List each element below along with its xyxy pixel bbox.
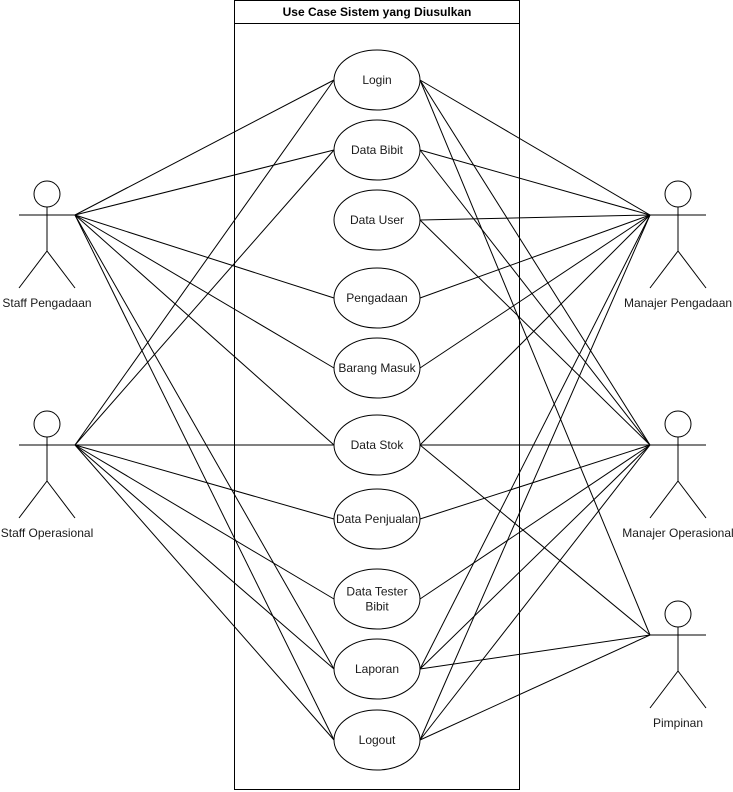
association-lines — [74, 79, 651, 741]
actor-label: Pimpinan — [653, 716, 703, 730]
association-staff-pengadaan-logout — [74, 214, 335, 741]
use-case-ellipse[interactable] — [333, 414, 421, 476]
use-case-ellipse[interactable] — [333, 488, 421, 550]
association-manajer-pengadaan-laporan — [419, 214, 651, 670]
use-case-label: Data Stok — [351, 438, 405, 452]
association-manajer-pengadaan-data-bibit — [419, 149, 651, 216]
actor-left-leg — [649, 250, 679, 289]
association-pimpinan-laporan — [419, 634, 651, 670]
actor-left-leg — [18, 480, 48, 519]
actor-manajer-operasional[interactable]: Manajer Operasional — [622, 410, 733, 540]
association-manajer-pengadaan-login — [419, 79, 651, 216]
association-staff-pengadaan-pengadaan — [74, 214, 335, 299]
association-staff-operasional-data-bibit — [74, 149, 335, 446]
actor-left-leg — [18, 250, 48, 289]
use-case-ellipse[interactable] — [333, 119, 421, 181]
association-staff-pengadaan-login — [74, 79, 335, 216]
use-case-label: Laporan — [355, 662, 399, 676]
association-pimpinan-data-stok — [419, 444, 651, 636]
actor-right-leg — [677, 480, 707, 519]
use-case-label: Pengadaan — [346, 291, 407, 305]
actor-pimpinan[interactable]: Pimpinan — [649, 600, 707, 730]
use-case-label: Barang Masuk — [338, 361, 416, 375]
actor-left-leg — [649, 480, 679, 519]
use-case-ellipse[interactable] — [333, 568, 421, 630]
actor-staff-operasional[interactable]: Staff Operasional — [1, 410, 94, 540]
association-manajer-operasional-logout — [419, 444, 651, 741]
association-staff-pengadaan-laporan — [74, 214, 335, 670]
use-case-ellipse[interactable] — [333, 49, 421, 111]
actor-label: Staff Pengadaan — [2, 296, 91, 310]
use-case-ellipse[interactable] — [333, 189, 421, 251]
actor-right-leg — [677, 250, 707, 289]
association-staff-pengadaan-data-bibit — [74, 149, 335, 216]
association-staff-pengadaan-data-stok — [74, 214, 335, 446]
association-manajer-pengadaan-data-stok — [419, 214, 651, 446]
use-case-data-stok[interactable]: Data Stok — [333, 414, 421, 476]
actor-head-icon — [33, 180, 61, 208]
use-case-ellipse[interactable] — [333, 267, 421, 329]
actor-label: Manajer Pengadaan — [624, 296, 732, 310]
system-boundary-box — [234, 0, 520, 790]
use-case-pengadaan[interactable]: Pengadaan — [333, 267, 421, 329]
use-case-label: Data Penjualan — [336, 512, 418, 526]
actor-left-leg — [649, 670, 679, 709]
association-manajer-pengadaan-barang-masuk — [419, 214, 651, 369]
actor-staff-pengadaan[interactable]: Staff Pengadaan — [2, 180, 92, 310]
actor-right-leg — [46, 480, 76, 519]
association-manajer-pengadaan-pengadaan — [419, 214, 651, 299]
use-case-label: Data Tester — [346, 585, 407, 599]
use-case-label: Logout — [359, 733, 396, 747]
association-staff-operasional-laporan — [74, 444, 335, 670]
use-case-login[interactable]: Login — [333, 49, 421, 111]
association-staff-pengadaan-barang-masuk — [74, 214, 335, 369]
association-manajer-operasional-data-tester-bibit — [419, 444, 651, 600]
use-case-laporan[interactable]: Laporan — [333, 638, 421, 700]
actor-right-leg — [677, 670, 707, 709]
association-manajer-operasional-data-user — [419, 219, 651, 446]
association-manajer-operasional-data-penjualan — [419, 444, 651, 520]
use-case-label: Bibit — [365, 600, 389, 614]
actor-head-icon — [664, 180, 692, 208]
actor-label: Staff Operasional — [1, 526, 94, 540]
association-staff-operasional-login — [74, 79, 335, 446]
use-case-ellipse[interactable] — [333, 337, 421, 399]
actor-label: Manajer Operasional — [622, 526, 733, 540]
association-pimpinan-logout — [419, 634, 651, 741]
actor-right-leg — [46, 250, 76, 289]
association-manajer-operasional-data-bibit — [419, 149, 651, 446]
use-case-label: Data Bibit — [351, 143, 404, 157]
use-case-data-penjualan[interactable]: Data Penjualan — [333, 488, 421, 550]
use-case-label: Data User — [350, 213, 404, 227]
actor-head-icon — [33, 410, 61, 438]
association-staff-operasional-data-tester-bibit — [74, 444, 335, 600]
association-pimpinan-login — [419, 79, 651, 636]
system-boundary: Use Case Sistem yang Diusulkan — [234, 0, 520, 790]
use-case-label: Login — [362, 73, 391, 87]
use-case-ellipse[interactable] — [333, 638, 421, 700]
association-staff-operasional-logout — [74, 444, 335, 741]
use-case-logout[interactable]: Logout — [333, 709, 421, 771]
association-manajer-pengadaan-logout — [419, 214, 651, 741]
actor-head-icon — [664, 600, 692, 628]
association-manajer-operasional-login — [419, 79, 651, 446]
use-case-data-bibit[interactable]: Data Bibit — [333, 119, 421, 181]
use-case-ellipse[interactable] — [333, 709, 421, 771]
actor-manajer-pengadaan[interactable]: Manajer Pengadaan — [624, 180, 732, 310]
system-title: Use Case Sistem yang Diusulkan — [283, 5, 472, 19]
actor-head-icon — [664, 410, 692, 438]
association-manajer-operasional-laporan — [419, 444, 651, 670]
association-staff-operasional-data-penjualan — [74, 444, 335, 520]
use-case-data-user[interactable]: Data User — [333, 189, 421, 251]
use-case-barang-masuk[interactable]: Barang Masuk — [333, 337, 421, 399]
association-manajer-pengadaan-data-user — [419, 214, 651, 221]
